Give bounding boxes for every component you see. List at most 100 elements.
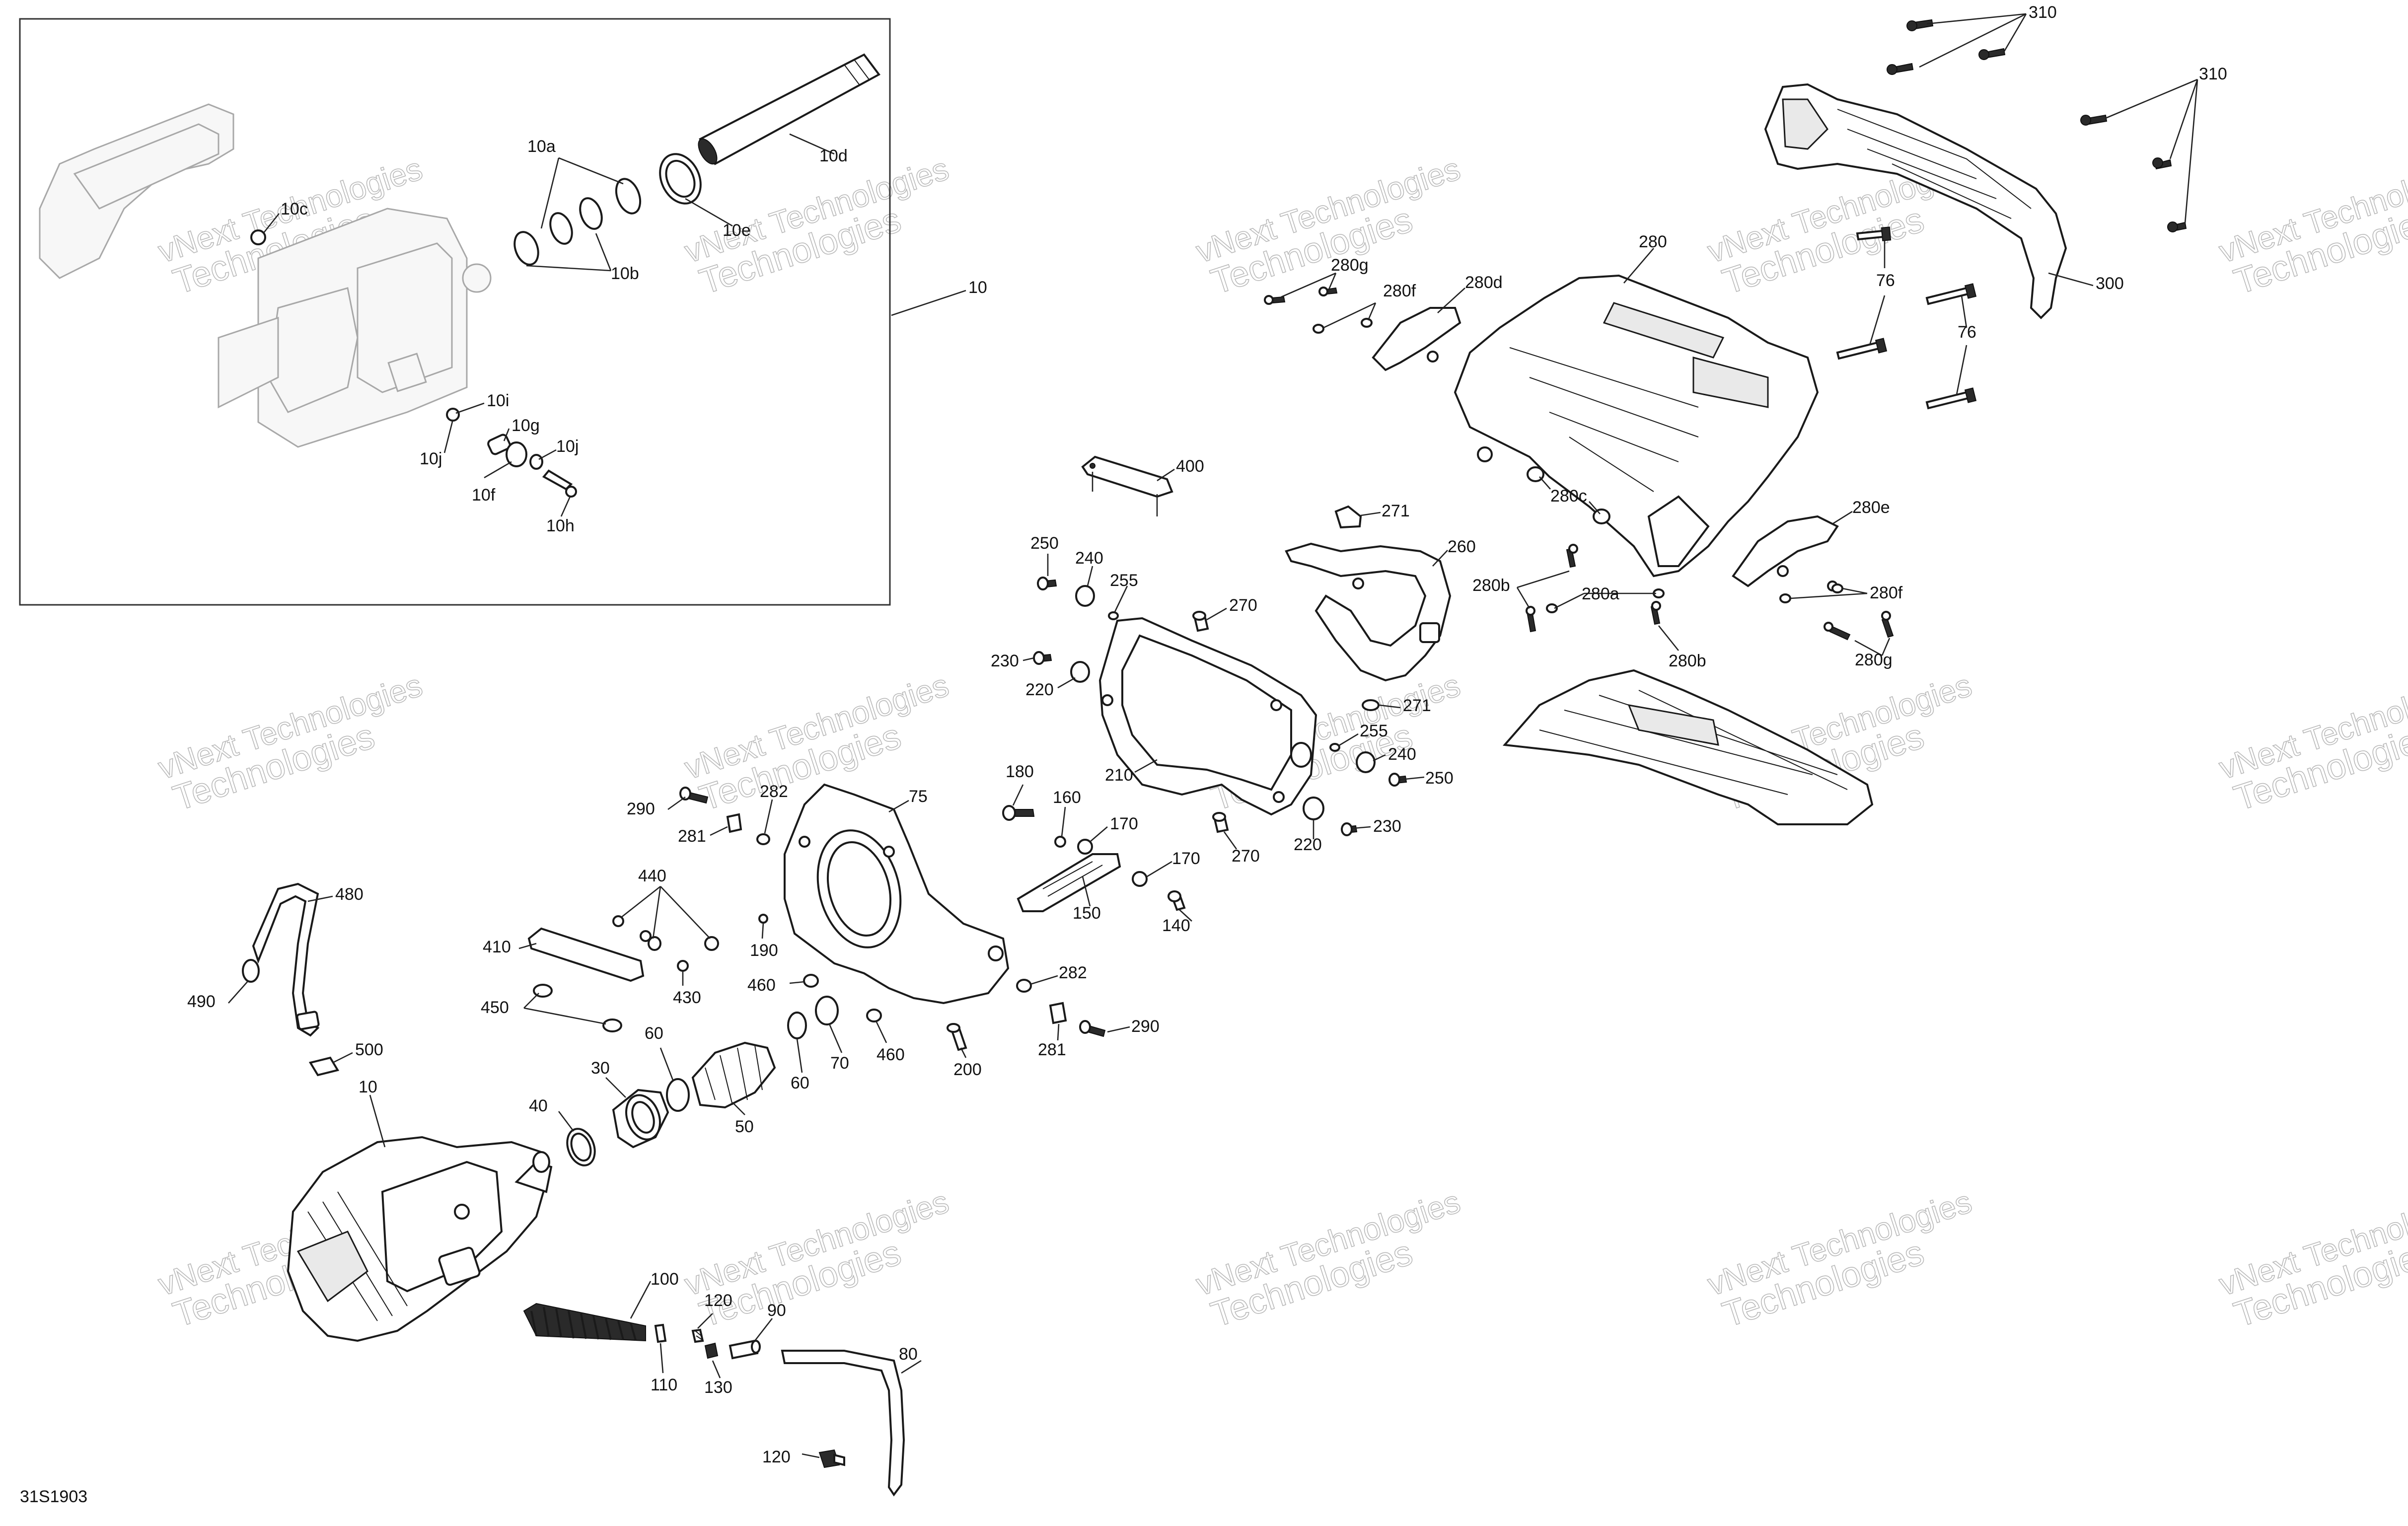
watermark: vNext Technologies Technologies — [1191, 1183, 1465, 1335]
callout-180: 180 — [1006, 762, 1034, 781]
guard-280e — [1732, 515, 1839, 591]
callout-10a: 10a — [527, 137, 556, 156]
gearbox-10 — [287, 1136, 553, 1342]
caps-271 — [1334, 505, 1380, 711]
clamps-60-70 — [666, 996, 839, 1112]
bolts-76 — [1836, 226, 1977, 410]
watermark: vNext Technologies Technologies — [1191, 150, 1465, 302]
clamp-40 — [566, 1128, 596, 1166]
callout-480: 480 — [335, 885, 364, 904]
fasteners-230-250-lower — [1303, 743, 1407, 836]
skid-plate — [1502, 669, 1874, 825]
callout-170-upper: 170 — [1110, 814, 1138, 833]
callout-280b-left: 280b — [1472, 576, 1510, 595]
hardware-10f-10j — [446, 408, 577, 498]
callout-160: 160 — [1053, 788, 1081, 807]
callout-30: 30 — [591, 1059, 610, 1078]
callout-10c: 10c — [281, 200, 308, 218]
callout-290-lower: 290 — [1131, 1017, 1160, 1036]
callout-120-lower: 120 — [762, 1448, 791, 1466]
bellows-100 — [523, 1303, 646, 1342]
callout-410: 410 — [483, 938, 511, 956]
callout-230-upper: 230 — [991, 652, 1019, 670]
watermark: vNext Technologies Technologies — [680, 1183, 953, 1335]
callout-290-upper: 290 — [627, 799, 655, 818]
watermark: vNext Technologies Technologies — [153, 666, 427, 819]
upper-right-assembly: 310 310 300 76 76 — [1264, 3, 2227, 825]
callout-250-upper: 250 — [1030, 534, 1059, 553]
kit-leaders — [262, 133, 966, 517]
callout-10f: 10f — [472, 486, 496, 505]
callout-50: 50 — [735, 1117, 754, 1136]
pin-200 — [947, 1023, 967, 1051]
callout-80: 80 — [899, 1345, 918, 1364]
ghost-gearbox — [39, 103, 492, 448]
callout-170-lower: 170 — [1172, 849, 1200, 868]
callout-70: 70 — [830, 1054, 849, 1073]
callout-10i: 10i — [487, 391, 509, 410]
callout-300: 300 — [2096, 274, 2124, 293]
boot-50 — [691, 1041, 776, 1109]
callout-270-lower: 270 — [1232, 847, 1260, 866]
callout-150: 150 — [1073, 904, 1101, 923]
callout-460-upper: 460 — [747, 976, 776, 995]
callout-280d: 280d — [1465, 273, 1503, 292]
watermark: vNext Technologies Technologies — [2214, 150, 2408, 302]
callout-60-right: 60 — [791, 1074, 809, 1092]
callout-430: 430 — [673, 988, 701, 1007]
studs-270 — [1192, 611, 1229, 833]
callout-10j-left: 10j — [420, 449, 442, 468]
callout-250-lower: 250 — [1425, 769, 1454, 788]
linkage-150 — [1002, 805, 1186, 912]
callout-110: 110 — [651, 1376, 677, 1394]
kit-inset-frame — [19, 18, 891, 606]
callout-10-gearbox: 10 — [359, 1078, 377, 1096]
callout-220-lower: 220 — [1294, 835, 1322, 854]
callout-450: 450 — [481, 998, 509, 1017]
callout-270-upper: 270 — [1229, 596, 1257, 615]
housing-210 — [1098, 617, 1317, 816]
washers-450 — [533, 984, 622, 1032]
callout-10j-right: 10j — [556, 437, 579, 456]
callout-500: 500 — [355, 1040, 383, 1059]
callout-255-lower: 255 — [1360, 722, 1388, 740]
callout-240-lower: 240 — [1388, 745, 1416, 764]
callout-280f-lower: 280f — [1870, 583, 1903, 602]
strap-480 — [242, 882, 340, 1077]
callout-460-lower: 460 — [876, 1045, 905, 1064]
callout-281-lower: 281 — [1038, 1040, 1066, 1059]
sleeve-30 — [612, 1089, 669, 1149]
callout-440: 440 — [638, 867, 666, 885]
callout-260: 260 — [1448, 537, 1476, 556]
cover-280 — [1454, 274, 1819, 578]
callout-200: 200 — [953, 1060, 982, 1079]
fasteners-280a-280b — [1526, 544, 1665, 633]
fasteners-230-250-upper — [1033, 577, 1119, 683]
callout-10e: 10e — [723, 221, 751, 240]
callout-280: 280 — [1639, 232, 1667, 251]
callout-10g: 10g — [511, 416, 540, 435]
fasteners-280f-280g-lower — [1779, 583, 1894, 641]
fasteners-280f-280g-upper — [1264, 287, 1373, 334]
callout-255-upper: 255 — [1110, 571, 1138, 590]
middle-assembly: 400 271 271 260 270 270 — [991, 455, 1476, 935]
callout-10b: 10b — [611, 264, 639, 283]
callout-10h: 10h — [546, 516, 575, 535]
callout-400: 400 — [1176, 457, 1204, 476]
callout-76-right: 76 — [1958, 323, 1976, 342]
fasteners-190-460 — [758, 914, 882, 1022]
callout-280f-upper: 280f — [1383, 282, 1416, 300]
callout-271-lower: 271 — [1403, 696, 1431, 715]
watermark: vNext Technologies Technologies — [1703, 1183, 1976, 1335]
bolts-310 — [1887, 19, 2187, 232]
bracket-300 — [1764, 83, 2067, 319]
callout-60-left: 60 — [645, 1024, 663, 1043]
clip-10c — [250, 229, 266, 245]
callout-130: 130 — [704, 1378, 732, 1397]
nut-280c — [1527, 466, 1610, 524]
callout-281-upper: 281 — [678, 827, 706, 846]
bracket-plate-400 — [1081, 455, 1173, 516]
callout-210: 210 — [1105, 766, 1133, 785]
callout-120-upper: 120 — [704, 1291, 732, 1310]
